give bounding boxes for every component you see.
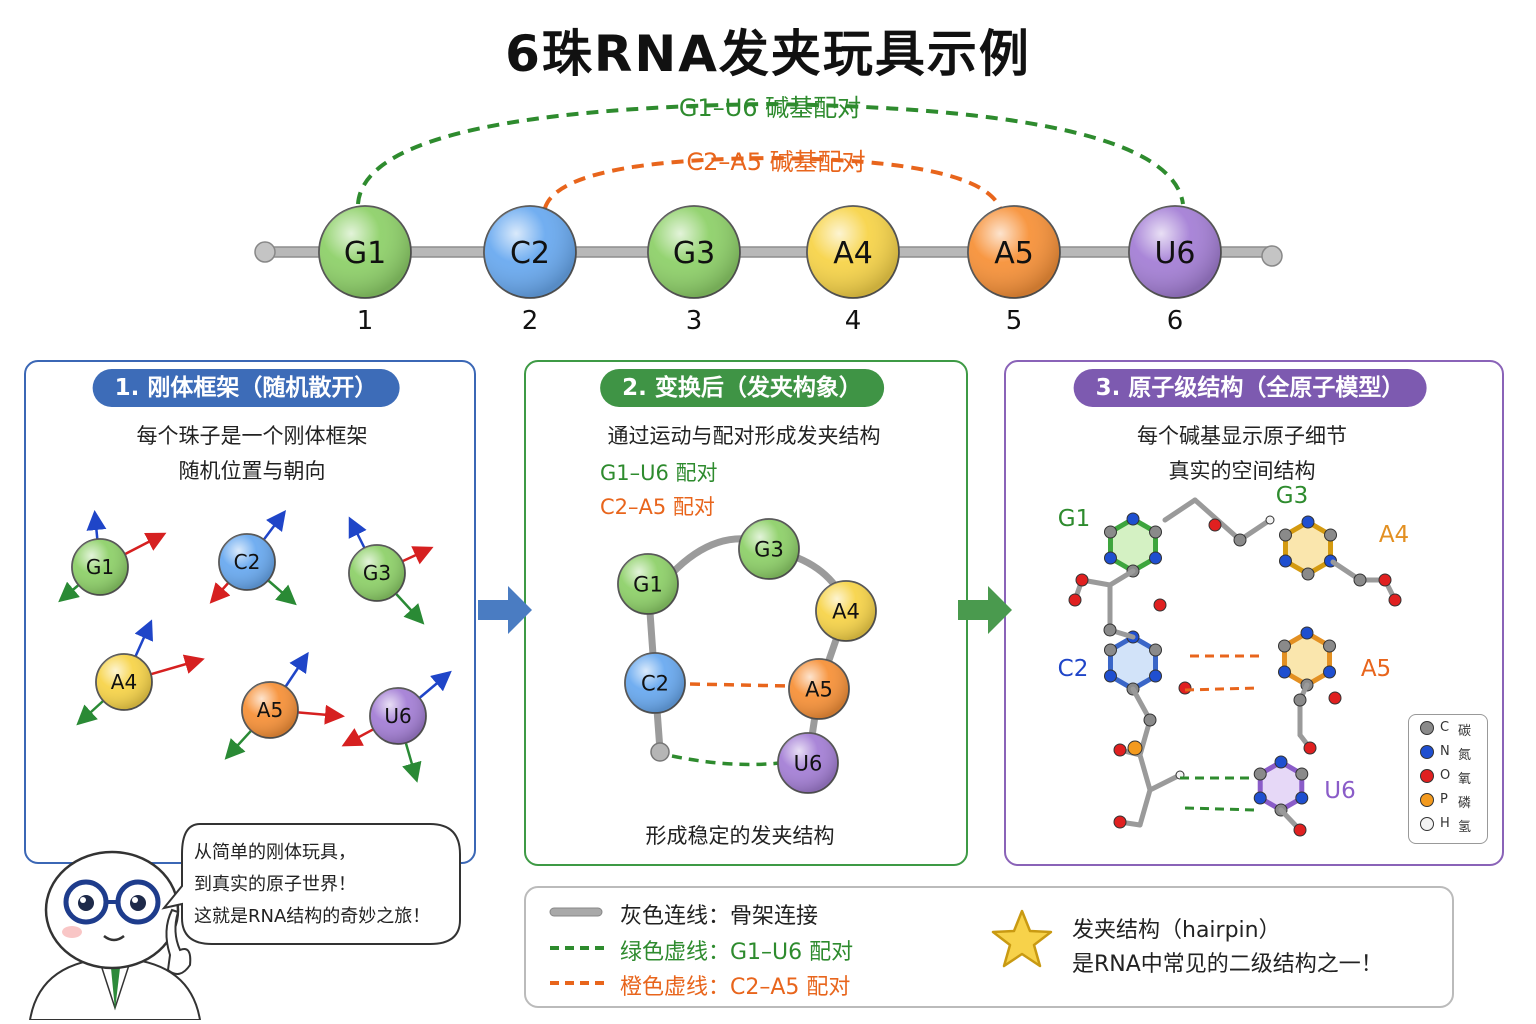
legend-note1: 发夹结构（hairpin） [1072, 918, 1281, 943]
panel2-pair-green: G1–U6 配对 [600, 461, 718, 485]
chain-bead-c2-label: C2 [510, 236, 550, 271]
atomic-label-u6: U6 [1324, 778, 1356, 804]
legend-note2: 是RNA中常见的二级结构之一！ [1072, 952, 1383, 977]
bead-number-3: 3 [685, 306, 703, 336]
speech-bubble [161, 823, 461, 945]
chain-bead-g1: G1 [318, 205, 412, 299]
atomic-label-a5: A5 [1360, 656, 1392, 682]
panel1-line1: 每个珠子是一个刚体框架 [136, 424, 368, 448]
element-o-swatch [1420, 769, 1434, 783]
legend-swatches [549, 907, 604, 985]
panel-hairpin [524, 360, 968, 866]
legend-green-text: 绿色虚线：G1–U6 配对 [620, 940, 854, 965]
page-title: 6珠RNA发夹玩具示例 [505, 25, 1031, 83]
panel2-caption: 形成稳定的发夹结构 [645, 824, 835, 848]
panel2-line1: 通过运动与配对形成发夹结构 [607, 424, 881, 448]
legend-gray-text: 灰色连线：骨架连接 [620, 904, 819, 929]
bubble-line2: 到真实的原子世界！ [194, 874, 356, 895]
green-pair-label: G1–U6 碱基配对 [678, 94, 862, 122]
element-n-symbol: N [1440, 744, 1450, 759]
element-c-swatch [1420, 721, 1434, 735]
atomic-label-g3: G3 [1275, 483, 1309, 509]
element-h-name: 氢 [1458, 820, 1472, 835]
scientist-mascot [28, 850, 202, 1020]
panel3-line2: 真实的空间结构 [1168, 459, 1316, 483]
panel1-heading: 1. 刚体框架（随机散开） [92, 369, 400, 407]
panel3-heading: 3. 原子级结构（全原子模型） [1073, 369, 1427, 407]
chain-bead-u6: U6 [1128, 205, 1222, 299]
element-o-symbol: O [1440, 768, 1451, 783]
legend-gray-swatch [549, 907, 603, 917]
element-p-symbol: P [1440, 792, 1448, 807]
atomic-label-a4: A4 [1378, 522, 1410, 548]
orange-pair-label: C2–A5 碱基配对 [686, 148, 866, 176]
chain-bead-u6-label: U6 [1154, 236, 1195, 271]
bead-number-4: 4 [844, 306, 862, 336]
element-c-symbol: C [1440, 720, 1450, 735]
panel3-line1: 每个碱基显示原子细节 [1137, 424, 1347, 448]
bead-number-2: 2 [521, 306, 539, 336]
chain-bead-a4-label: A4 [833, 236, 873, 271]
bead-number-6: 6 [1166, 306, 1184, 336]
chain-bead-g3-label: G3 [673, 236, 715, 271]
element-h-swatch [1420, 817, 1434, 831]
element-c-name: 碳 [1458, 724, 1472, 739]
chain-bead-g1-label: G1 [344, 236, 386, 271]
element-n-name: 氮 [1458, 748, 1472, 763]
green-pair-arc [356, 101, 1185, 205]
arrow-to-panel3 [958, 586, 1012, 634]
rna-chain: G1 C2 G3 A4 A5 U6 [254, 101, 1283, 299]
element-n-swatch [1420, 745, 1434, 759]
bubble-line3: 这就是RNA结构的奇妙之旅！ [194, 906, 431, 927]
chain-bead-a4: A4 [806, 205, 900, 299]
legend-orange-text: 橙色虚线：C2–A5 配对 [620, 975, 851, 1000]
element-h-symbol: H [1440, 816, 1450, 831]
panel2-pair-orange: C2–A5 配对 [600, 495, 715, 519]
chain-bead-a5: A5 [967, 205, 1061, 299]
backbone-end-left [254, 241, 276, 263]
backbone-end-right [1261, 245, 1283, 267]
panel2-heading: 2. 变换后（发夹构象） [600, 369, 884, 407]
element-o-name: 氧 [1458, 772, 1472, 787]
chain-bead-c2: C2 [483, 205, 577, 299]
bead-number-5: 5 [1005, 306, 1023, 336]
atomic-label-g1: G1 [1057, 506, 1091, 532]
atomic-label-c2: C2 [1057, 656, 1089, 682]
bubble-line1: 从简单的刚体玩具， [194, 842, 356, 863]
bead-number-1: 1 [356, 306, 374, 336]
chain-bead-g3: G3 [647, 205, 741, 299]
star-icon [991, 909, 1053, 968]
panel1-line2: 随机位置与朝向 [178, 459, 326, 483]
arrow-to-panel2 [478, 586, 532, 634]
element-p-name: 磷 [1458, 796, 1472, 811]
legend-box [524, 886, 1454, 1008]
backbone-rod [265, 246, 1273, 258]
chain-bead-a5-label: A5 [994, 236, 1034, 271]
element-p-swatch [1420, 793, 1434, 807]
